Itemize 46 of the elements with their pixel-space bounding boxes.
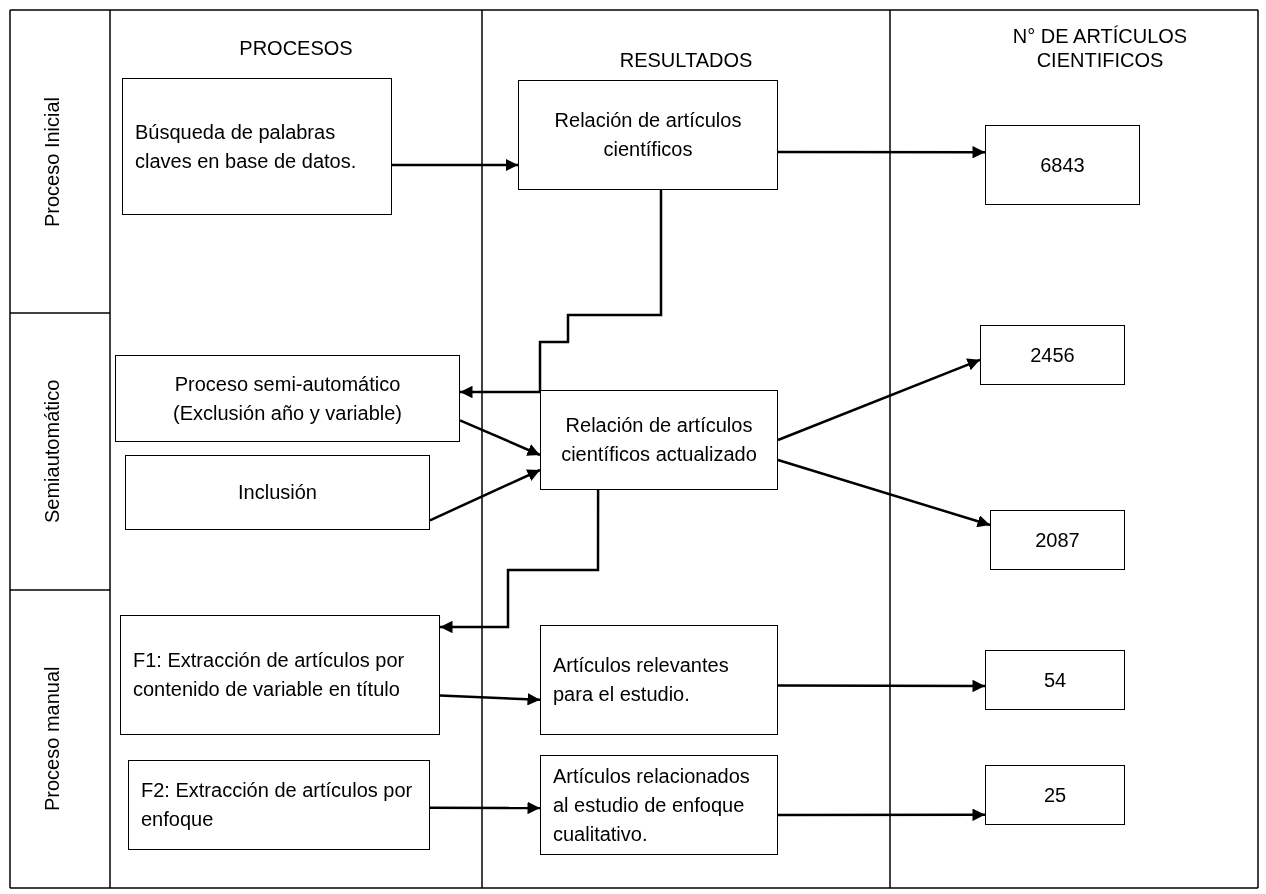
process-box bbox=[120, 615, 440, 735]
process-box bbox=[985, 125, 1140, 205]
lane-title: Proceso manual bbox=[40, 665, 64, 814]
arrow bbox=[778, 808, 985, 822]
arrow bbox=[777, 358, 981, 442]
arrow bbox=[778, 145, 985, 159]
box-text: 2087 bbox=[1035, 527, 1080, 553]
process-box bbox=[540, 625, 778, 735]
process-box bbox=[980, 325, 1125, 385]
box-text: 2456 bbox=[1030, 342, 1075, 368]
process-box bbox=[540, 755, 778, 855]
box-text: Relación de artículos científicos bbox=[553, 108, 743, 162]
box-text: Relación de artículos científicos actualizado bbox=[560, 413, 758, 467]
box-text: Proceso semi-automático (Exclusión año y variable) bbox=[172, 371, 403, 426]
box-text: 25 bbox=[1043, 782, 1067, 808]
arrow bbox=[430, 801, 540, 815]
column-header: N° DE ARTÍCULOS CIENTIFICOS bbox=[1011, 24, 1189, 72]
arrow bbox=[429, 468, 541, 522]
process-box bbox=[128, 760, 430, 850]
process-box bbox=[518, 80, 778, 190]
process-box bbox=[122, 78, 392, 215]
arrow bbox=[440, 490, 600, 634]
box-text: Artículos relevantes para el estudio. bbox=[553, 653, 730, 707]
box-text: F1: Extracción de artículos por contenido de variable en título bbox=[133, 648, 406, 702]
lane-title: Proceso Inicial bbox=[40, 95, 64, 229]
arrow bbox=[777, 458, 991, 528]
arrow bbox=[392, 158, 518, 172]
arrow bbox=[459, 419, 541, 457]
arrow bbox=[439, 693, 541, 706]
process-box bbox=[115, 355, 460, 442]
box-text: F2: Extracción de artículos por enfoque bbox=[141, 778, 414, 832]
box-text: Artículos relacionados al estudio de enfoque cualitativo. bbox=[553, 763, 751, 847]
process-box bbox=[125, 455, 430, 530]
box-text: 54 bbox=[1043, 667, 1067, 693]
column-header: RESULTADOS bbox=[618, 48, 754, 72]
process-box bbox=[540, 390, 778, 490]
box-text: Búsqueda de palabras claves en base de datos. bbox=[135, 119, 358, 174]
process-box bbox=[985, 765, 1125, 825]
box-text: Inclusión bbox=[238, 480, 317, 505]
column-header: PROCESOS bbox=[238, 36, 354, 60]
process-box bbox=[990, 510, 1125, 570]
lane-title: Semiautomático bbox=[40, 378, 64, 526]
process-box bbox=[985, 650, 1125, 710]
arrow bbox=[778, 679, 985, 693]
arrow bbox=[460, 190, 663, 399]
box-text: 6843 bbox=[1040, 152, 1085, 178]
